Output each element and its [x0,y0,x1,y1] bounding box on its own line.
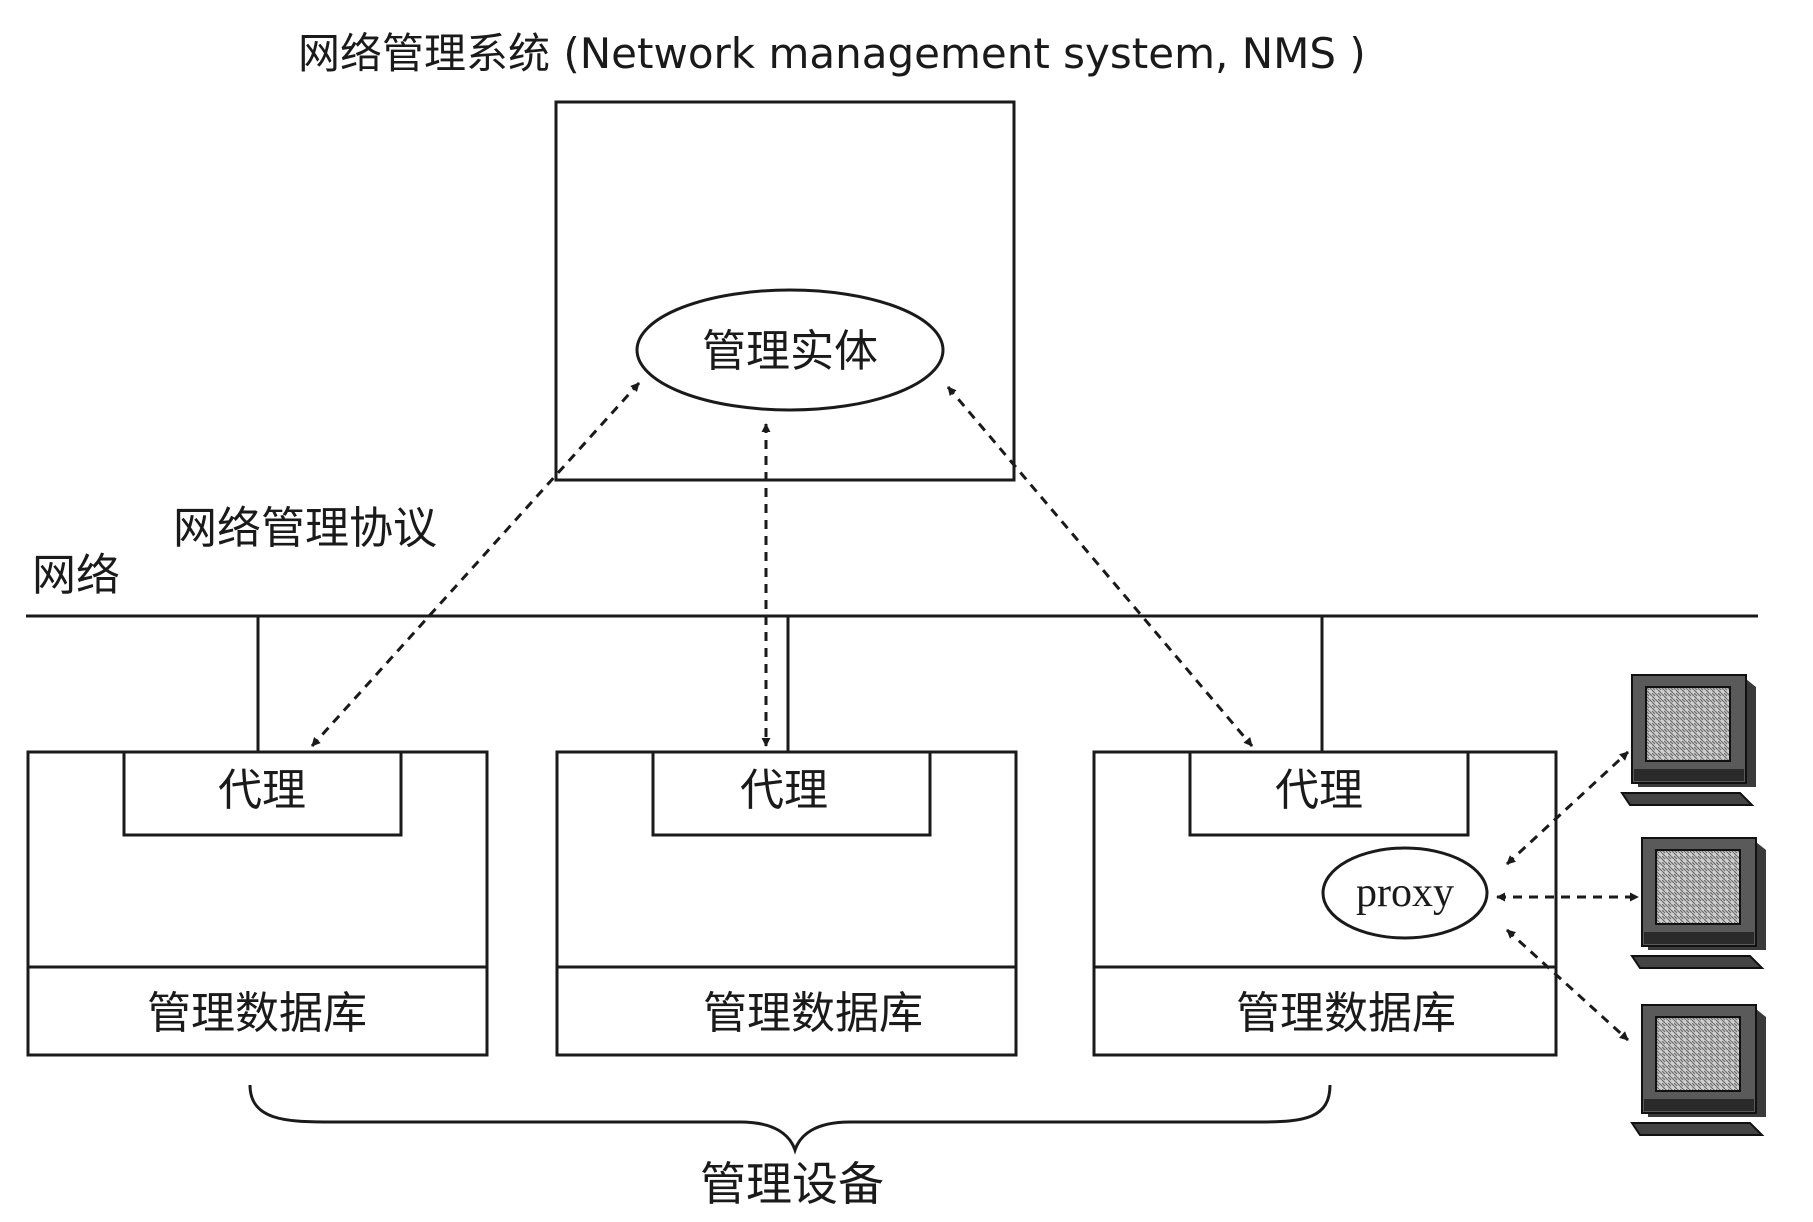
proxy-arrow-1 [1505,750,1630,866]
management-entity-ellipse [635,288,945,412]
agent-label-1: 代理 [218,765,306,816]
agent-box-1 [122,750,403,837]
management-entity-label: 管理实体 [702,326,878,377]
nms-box [554,100,1016,482]
managed-devices-brace [248,1084,1332,1155]
network-label: 网络 [32,550,120,601]
protocol-label: 网络管理协议 [173,503,437,554]
agent-box-3 [1188,750,1470,837]
managed-devices-label: 管理设备 [700,1157,884,1211]
proxy-arrow-3 [1505,928,1630,1042]
agent-box-2 [651,750,932,837]
computer-icon [1620,674,1756,806]
protocol-arrow-3 [946,386,1254,747]
mib-label-1: 管理数据库 [147,988,367,1039]
proxy-ellipse [1321,846,1489,940]
agent-label-2: 代理 [740,765,828,816]
proxy-label: proxy [1356,870,1454,916]
mib-label-3: 管理数据库 [1236,988,1456,1039]
computer-icon [1630,1004,1766,1136]
agent-label-3: 代理 [1275,765,1363,816]
computer-icon [1630,837,1766,969]
mib-label-2: 管理数据库 [703,988,923,1039]
diagram-title: 网络管理系统 (Network management system, NMS ) [298,29,1366,78]
protocol-arrow-1 [310,381,641,748]
